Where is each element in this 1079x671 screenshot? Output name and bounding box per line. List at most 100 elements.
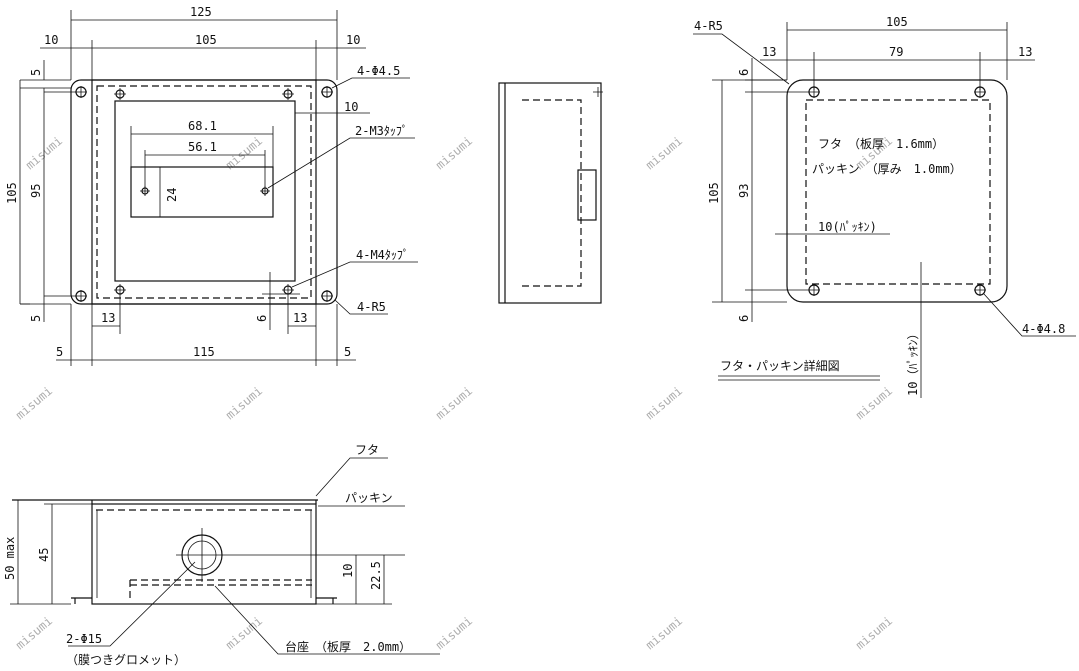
front-dim-10-left: 10: [44, 33, 58, 47]
front-dim-10-right: 10: [346, 33, 360, 47]
sec-dim-50-line: [10, 500, 71, 605]
sec-leader-base: [214, 585, 440, 655]
front-dim-5-bottom-line: [20, 296, 45, 322]
watermark-3: misumi: [433, 134, 475, 173]
sec-dim-50max: 50 max: [3, 537, 17, 580]
front-dim-4-phi45: 4-Φ4.5: [357, 64, 400, 78]
front-dim-5-top: 5: [29, 69, 43, 76]
sec-leader-grommet: [68, 561, 196, 647]
lid-title: フタ・パッキン詳細図: [720, 358, 840, 373]
sec-dim-45: 45: [37, 548, 51, 562]
front-dim-4-m4: 4-M4ﾀｯﾌﾟ: [356, 248, 409, 262]
sec-dim-10: 10: [341, 564, 355, 578]
lid-note-packing: パッキン （厚み 1.0mm）: [812, 162, 962, 176]
watermark-layer: misumi misumi misumi misumi misumi misum…: [13, 134, 895, 653]
lid-packing-outline: [805, 99, 991, 285]
front-dim-95: 95: [29, 184, 43, 198]
watermark-10: misumi: [853, 384, 895, 423]
lid-leader-phi48: [983, 293, 1076, 337]
mid-side-knock: [577, 169, 597, 221]
lid-dim-6-top: 6: [737, 69, 751, 76]
front-dim-5-right-bottom: 5: [344, 345, 351, 359]
lid-dim-93: 93: [737, 184, 751, 198]
front-dim-125: 125: [190, 5, 212, 19]
lid-dim-79-line: [760, 52, 1035, 90]
sec-leader-lid: [315, 457, 388, 497]
lid-dim-105-line: [786, 22, 1008, 80]
lid-note-lid: フタ （板厚 1.6mm）: [818, 137, 944, 151]
lid-dim-6-bottom: 6: [737, 315, 751, 322]
front-dim-5-top-line: [20, 60, 71, 89]
lid-title-underline: [718, 375, 880, 381]
front-dim-56-1: 56.1: [188, 140, 217, 154]
lid-leader-r5: [693, 33, 790, 85]
watermark-6: misumi: [13, 384, 55, 423]
front-dim-5-left-bottom: 5: [56, 345, 63, 359]
lid-dim-4-r5: 4-R5: [694, 19, 723, 33]
sec-label-packing: パッキン: [345, 491, 393, 505]
side-section-view: フタ パッキン 50 max 45 10 22.5 2-Φ15 （膜つきグロメッ…: [3, 443, 440, 667]
front-centerlines: [75, 86, 333, 302]
lid-dim-79: 79: [889, 45, 903, 59]
front-dim-10-side-line: [295, 110, 370, 116]
front-dim-5-bottom: 5: [29, 315, 43, 322]
front-dim-6-line: [262, 272, 300, 330]
front-dim-56-line: [144, 150, 266, 188]
sec-lid-plate: [12, 499, 318, 504]
lid-dim-10-packing-v: 10（ﾊﾟｯｷﾝ）: [906, 328, 920, 396]
watermark-15: misumi: [853, 614, 895, 653]
lid-dim-105-v-line: [712, 79, 787, 303]
front-leader-r5: [334, 299, 388, 315]
side-view-middle: [498, 82, 603, 304]
sec-flange: [71, 597, 337, 604]
sec-dim-22-5: 22.5: [369, 561, 383, 590]
front-dim-2-m3: 2-M3ﾀｯﾌﾟ: [355, 124, 408, 138]
front-dim-6: 6: [255, 315, 269, 322]
sec-grommet-center: [176, 528, 228, 582]
front-view: 125 10 105 10 5 105 95 5 4-Φ4.5 10 68.1 …: [5, 5, 418, 366]
front-dim-13-left: 13: [101, 311, 115, 325]
front-dim-105-v-line: [19, 80, 71, 305]
sec-dim-22-line: [316, 555, 392, 605]
front-dim-105-line: [40, 40, 366, 80]
front-packing-outline: [96, 85, 312, 299]
sec-base: [129, 579, 312, 598]
lid-outline: [786, 79, 1008, 303]
lid-dim-13-left: 13: [762, 45, 776, 59]
lid-dim-105: 105: [886, 15, 908, 29]
lid-dim-13-right: 13: [1018, 45, 1032, 59]
front-dim-13-right: 13: [293, 311, 307, 325]
front-leader-m3: [267, 137, 415, 189]
front-flange-outline: [70, 79, 338, 305]
sec-label-lid: フタ: [355, 443, 379, 457]
sec-note-grommet: （膜つきグロメット）: [66, 653, 186, 667]
front-dim-24: 24: [165, 188, 179, 202]
sec-dim-10-line: [228, 554, 405, 604]
front-dim-115-line: [56, 304, 356, 366]
front-body-outline: [91, 79, 317, 305]
watermark-13: misumi: [433, 614, 475, 653]
front-leader-phi45: [331, 77, 410, 89]
mid-side-inner: [522, 99, 582, 287]
lid-dim-93-v-line: [745, 92, 808, 291]
front-window: [130, 166, 274, 218]
front-dim-4-r5: 4-R5: [357, 300, 386, 314]
sec-inner-wall: [96, 510, 312, 598]
sec-note-base: 台座 （板厚 2.0mm）: [285, 639, 411, 654]
mid-side-outline: [498, 82, 602, 304]
front-dim-105-left: 105: [5, 182, 19, 204]
watermark-7: misumi: [223, 384, 265, 423]
watermark-9: misumi: [643, 384, 685, 423]
front-dim-95-v-line: [43, 88, 76, 297]
lid-detail: 4-R5 105 13 79 13 6 105 93 6 フタ （板厚 1.6m…: [693, 15, 1076, 398]
lid-dim-10-packing: 10(ﾊﾟｯｷﾝ): [818, 220, 877, 234]
watermark-11: misumi: [13, 614, 55, 653]
front-dim-68-1: 68.1: [188, 119, 217, 133]
front-dim-105-top: 105: [195, 33, 217, 47]
front-dim-125-line: [70, 10, 338, 80]
lid-dim-4-phi48: 4-Φ4.8: [1022, 322, 1065, 336]
watermark-14: misumi: [643, 614, 685, 653]
front-dim-115: 115: [193, 345, 215, 359]
front-leader-m4: [291, 261, 418, 288]
